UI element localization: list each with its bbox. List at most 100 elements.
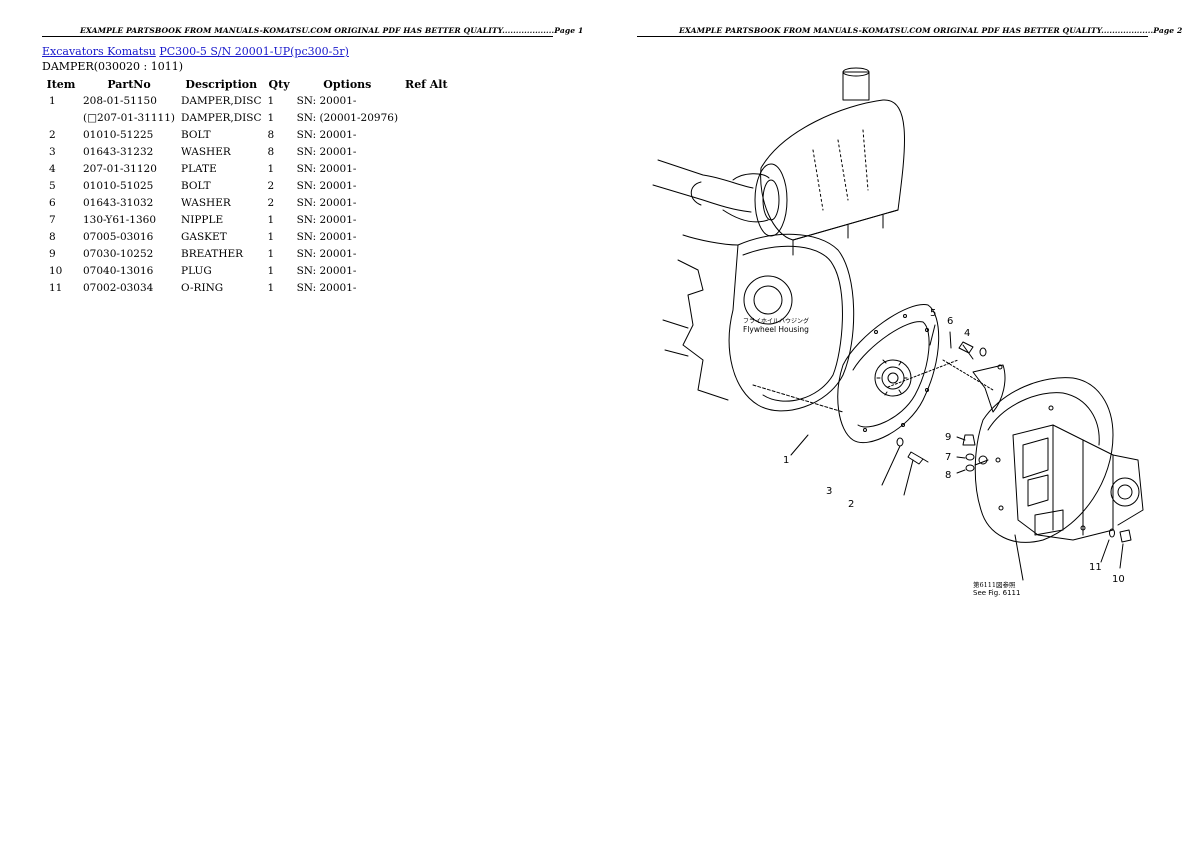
cell-partno: 07005-03016 xyxy=(83,231,154,243)
cell-refalt xyxy=(401,280,452,297)
cell-partno: (□207-01-31111) xyxy=(83,112,176,124)
cell-desc: DAMPER,DISC xyxy=(181,95,262,107)
cell-desc: BREATHER xyxy=(181,248,244,260)
cell-options: SN: 20001- xyxy=(296,265,357,277)
cell-options: SN: 20001- xyxy=(296,214,357,226)
cell-qty: 2 xyxy=(267,180,275,192)
header-item: Item xyxy=(46,78,76,91)
cell-qty: 1 xyxy=(267,282,275,294)
cell-refalt xyxy=(401,110,452,127)
banner-rule xyxy=(42,36,553,37)
flywheel-housing-drawing: フライホイルハウジング Flywheel Housing xyxy=(662,233,855,413)
cell-qty: 1 xyxy=(267,95,275,107)
cell-refalt xyxy=(401,246,452,263)
table-header-row: Item PartNo Description Qty Options Ref … xyxy=(42,76,452,93)
cell-options: SN: (20001-20976) xyxy=(296,112,399,124)
cell-partno: 130-Y61-1360 xyxy=(83,214,156,226)
cell-desc: PLUG xyxy=(181,265,212,277)
cell-item: 9 xyxy=(49,248,56,260)
callout-11: 11 xyxy=(1089,562,1102,573)
cell-item: 2 xyxy=(49,129,56,141)
cell-options: SN: 20001- xyxy=(296,163,357,175)
cell-options: SN: 20001- xyxy=(296,197,357,209)
page-1: EXAMPLE PARTSBOOK FROM MANUALS-KOMATSU.C… xyxy=(42,26,584,297)
cell-refalt xyxy=(401,229,452,246)
see-fig-label-jp: 第6111図参照 xyxy=(973,580,1016,589)
parts-table: Item PartNo Description Qty Options Ref … xyxy=(42,76,452,297)
cell-options: SN: 20001- xyxy=(296,282,357,294)
cell-item: 1 xyxy=(49,95,56,107)
cell-desc: GASKET xyxy=(181,231,227,243)
cell-item: 4 xyxy=(49,163,56,175)
cell-refalt xyxy=(401,178,452,195)
cell-desc: BOLT xyxy=(181,129,211,141)
damper-disc-drawing xyxy=(837,304,940,444)
table-row: 2 01010-51225 BOLT 8 SN: 20001- xyxy=(42,127,452,144)
cell-partno: 01010-51225 xyxy=(83,129,154,141)
cell-refalt xyxy=(401,127,452,144)
cell-options: SN: 20001- xyxy=(296,129,357,141)
cell-partno: 01643-31232 xyxy=(83,146,154,158)
plug-oring-drawing xyxy=(1109,528,1132,543)
see-fig-label: See Fig. 6111 xyxy=(973,589,1020,597)
cell-item: 3 xyxy=(49,146,56,158)
cell-desc: DAMPER,DISC xyxy=(181,112,262,124)
cell-qty: 1 xyxy=(267,265,275,277)
header-partno: PartNo xyxy=(107,78,151,91)
cell-qty: 2 xyxy=(267,197,275,209)
cell-options: SN: 20001- xyxy=(296,248,357,260)
cell-refalt xyxy=(401,144,452,161)
pump-drawing xyxy=(887,359,1144,543)
page-2: EXAMPLE PARTSBOOK FROM MANUALS-KOMATSU.C… xyxy=(595,0,1190,842)
cell-partno: 01643-31032 xyxy=(83,197,154,209)
cell-partno: 208-01-51150 xyxy=(83,95,157,107)
header-ref-alt: Ref Alt xyxy=(405,78,448,91)
callout-3: 3 xyxy=(826,486,832,497)
cell-item: 7 xyxy=(49,214,56,226)
cell-partno: 07002-03034 xyxy=(83,282,154,294)
cell-options: SN: 20001- xyxy=(296,95,357,107)
cell-desc: PLATE xyxy=(181,163,217,175)
callout-6: 6 xyxy=(947,316,953,327)
cell-refalt xyxy=(401,263,452,280)
cell-desc: O-RING xyxy=(181,282,224,294)
cell-options: SN: 20001- xyxy=(296,231,357,243)
header-qty: Qty xyxy=(268,78,290,91)
header-description: Description xyxy=(185,78,258,91)
breadcrumb-link-model[interactable]: PC300-5 S/N 20001-UP(pc300-5r) xyxy=(159,45,349,58)
cell-qty: 8 xyxy=(267,129,275,141)
cell-item: 6 xyxy=(49,197,56,209)
table-row: 7 130-Y61-1360 NIPPLE 1 SN: 20001- xyxy=(42,212,452,229)
cell-qty: 1 xyxy=(267,248,275,260)
cell-desc: WASHER xyxy=(181,197,231,209)
exploded-parts-diagram: フライホイルハウジング Flywheel Housing xyxy=(652,67,1144,597)
cell-item: 8 xyxy=(49,231,56,243)
cell-qty: 1 xyxy=(267,231,275,243)
page-banner: EXAMPLE PARTSBOOK FROM MANUALS-KOMATSU.C… xyxy=(679,26,1183,35)
table-row: 8 07005-03016 GASKET 1 SN: 20001- xyxy=(42,229,452,246)
table-row: 1 208-01-51150 DAMPER,DISC 1 SN: 20001- xyxy=(42,93,452,110)
cell-desc: NIPPLE xyxy=(181,214,224,226)
callout-5: 5 xyxy=(930,308,936,319)
callout-7: 7 xyxy=(945,452,951,463)
cell-qty: 1 xyxy=(267,214,275,226)
cell-refalt xyxy=(401,93,452,110)
plate-assembly-drawing xyxy=(958,341,1006,413)
cell-partno: 207-01-31120 xyxy=(83,163,157,175)
banner-rule xyxy=(637,36,1148,37)
header-options: Options xyxy=(323,78,372,91)
section-title: DAMPER(030020 : 1011) xyxy=(42,60,184,73)
air-cleaner-drawing xyxy=(652,67,905,256)
flywheel-label-jp: フライホイルハウジング xyxy=(743,317,809,325)
breadcrumb-link-excavators[interactable]: Excavators Komatsu xyxy=(42,45,156,58)
cell-refalt xyxy=(401,195,452,212)
cell-partno: 01010-51025 xyxy=(83,180,154,192)
page-banner: EXAMPLE PARTSBOOK FROM MANUALS-KOMATSU.C… xyxy=(80,26,584,35)
cell-item xyxy=(42,110,80,127)
callout-10: 10 xyxy=(1112,574,1125,585)
